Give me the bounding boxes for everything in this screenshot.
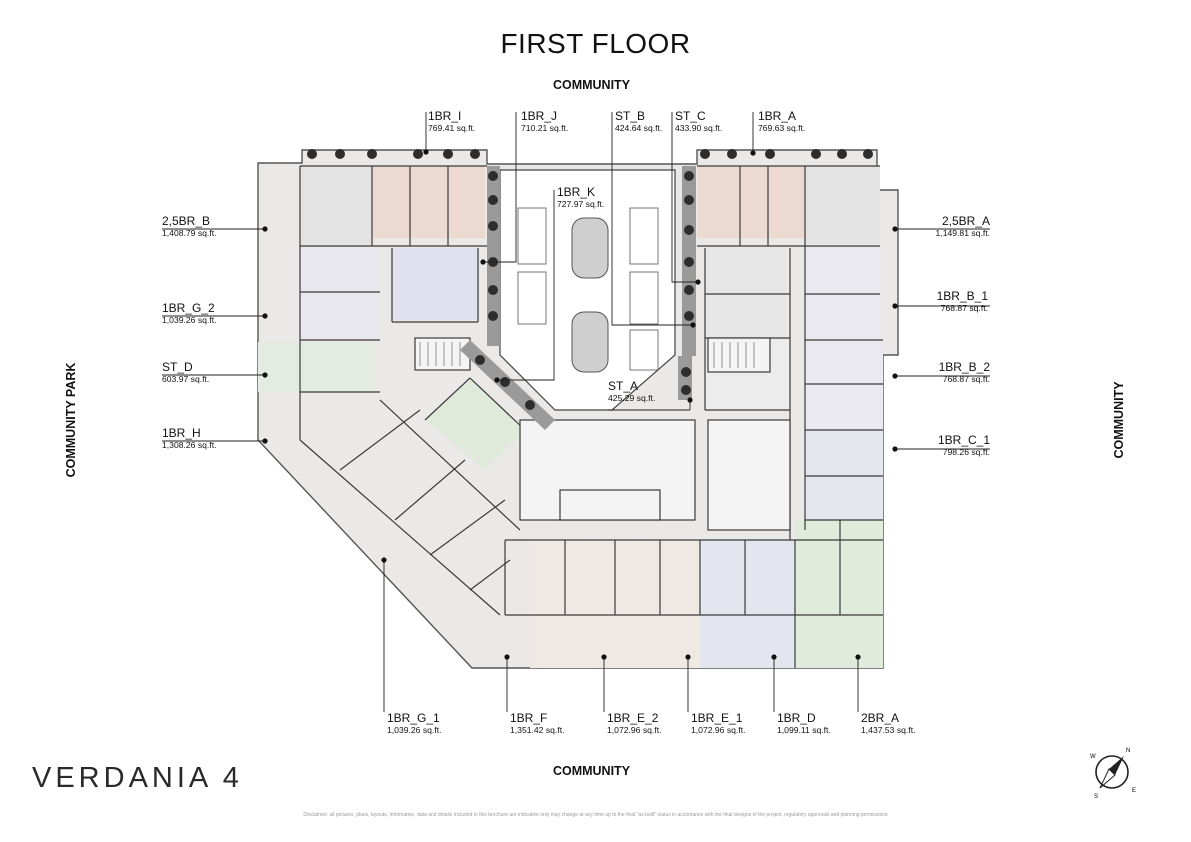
leader-dots [262,149,898,660]
unit-zone-st-b-c [705,248,785,338]
unit-zone-1br-d [700,540,795,668]
tree-symbols [307,149,873,410]
unit-zone-1br-g2 [300,248,378,340]
unit-zone-2-5br-a [805,166,880,244]
disclaimer-text: Disclaimer: all pictures, plans, layouts… [303,812,888,818]
building-cores [414,337,791,531]
unit-zone-1br-a [697,166,807,238]
unit-zone-1br-k [425,378,525,470]
orientation-label-left: COMMUNITY PARK [64,362,78,478]
stair-hatch [419,342,755,368]
unit-zone-st-d [258,342,376,392]
north-arrow-compass-icon: W N E S [1090,748,1136,800]
orientation-label-right: COMMUNITY [1112,381,1126,459]
unit-zone-1br-b2 [805,340,883,430]
courtyard-pool-1 [571,217,609,279]
page-title: FIRST FLOOR [500,28,691,59]
unit-zone-1br-j [392,248,478,320]
unit-zone-2br-a [795,520,883,668]
compass-e: E [1132,788,1136,794]
unit-zone-1br-i [370,166,485,238]
project-logo-wordmark: VERDANIA 4 [32,762,243,794]
interior-walls [299,165,883,668]
orientation-label-top: COMMUNITY [552,78,631,92]
orientation-label-bottom: COMMUNITY [552,764,631,778]
courtyard-pool-2 [571,311,609,373]
courtyard-planters [517,207,659,371]
unit-zone-1br-b1 [805,248,880,338]
compass-s: S [1094,794,1098,800]
unit-zone-1br-c1 [805,430,883,520]
unit-zone-2-5br-b [300,166,372,246]
leader-lines [162,112,990,712]
compass-n: N [1126,748,1130,754]
compass-w: W [1090,754,1096,760]
